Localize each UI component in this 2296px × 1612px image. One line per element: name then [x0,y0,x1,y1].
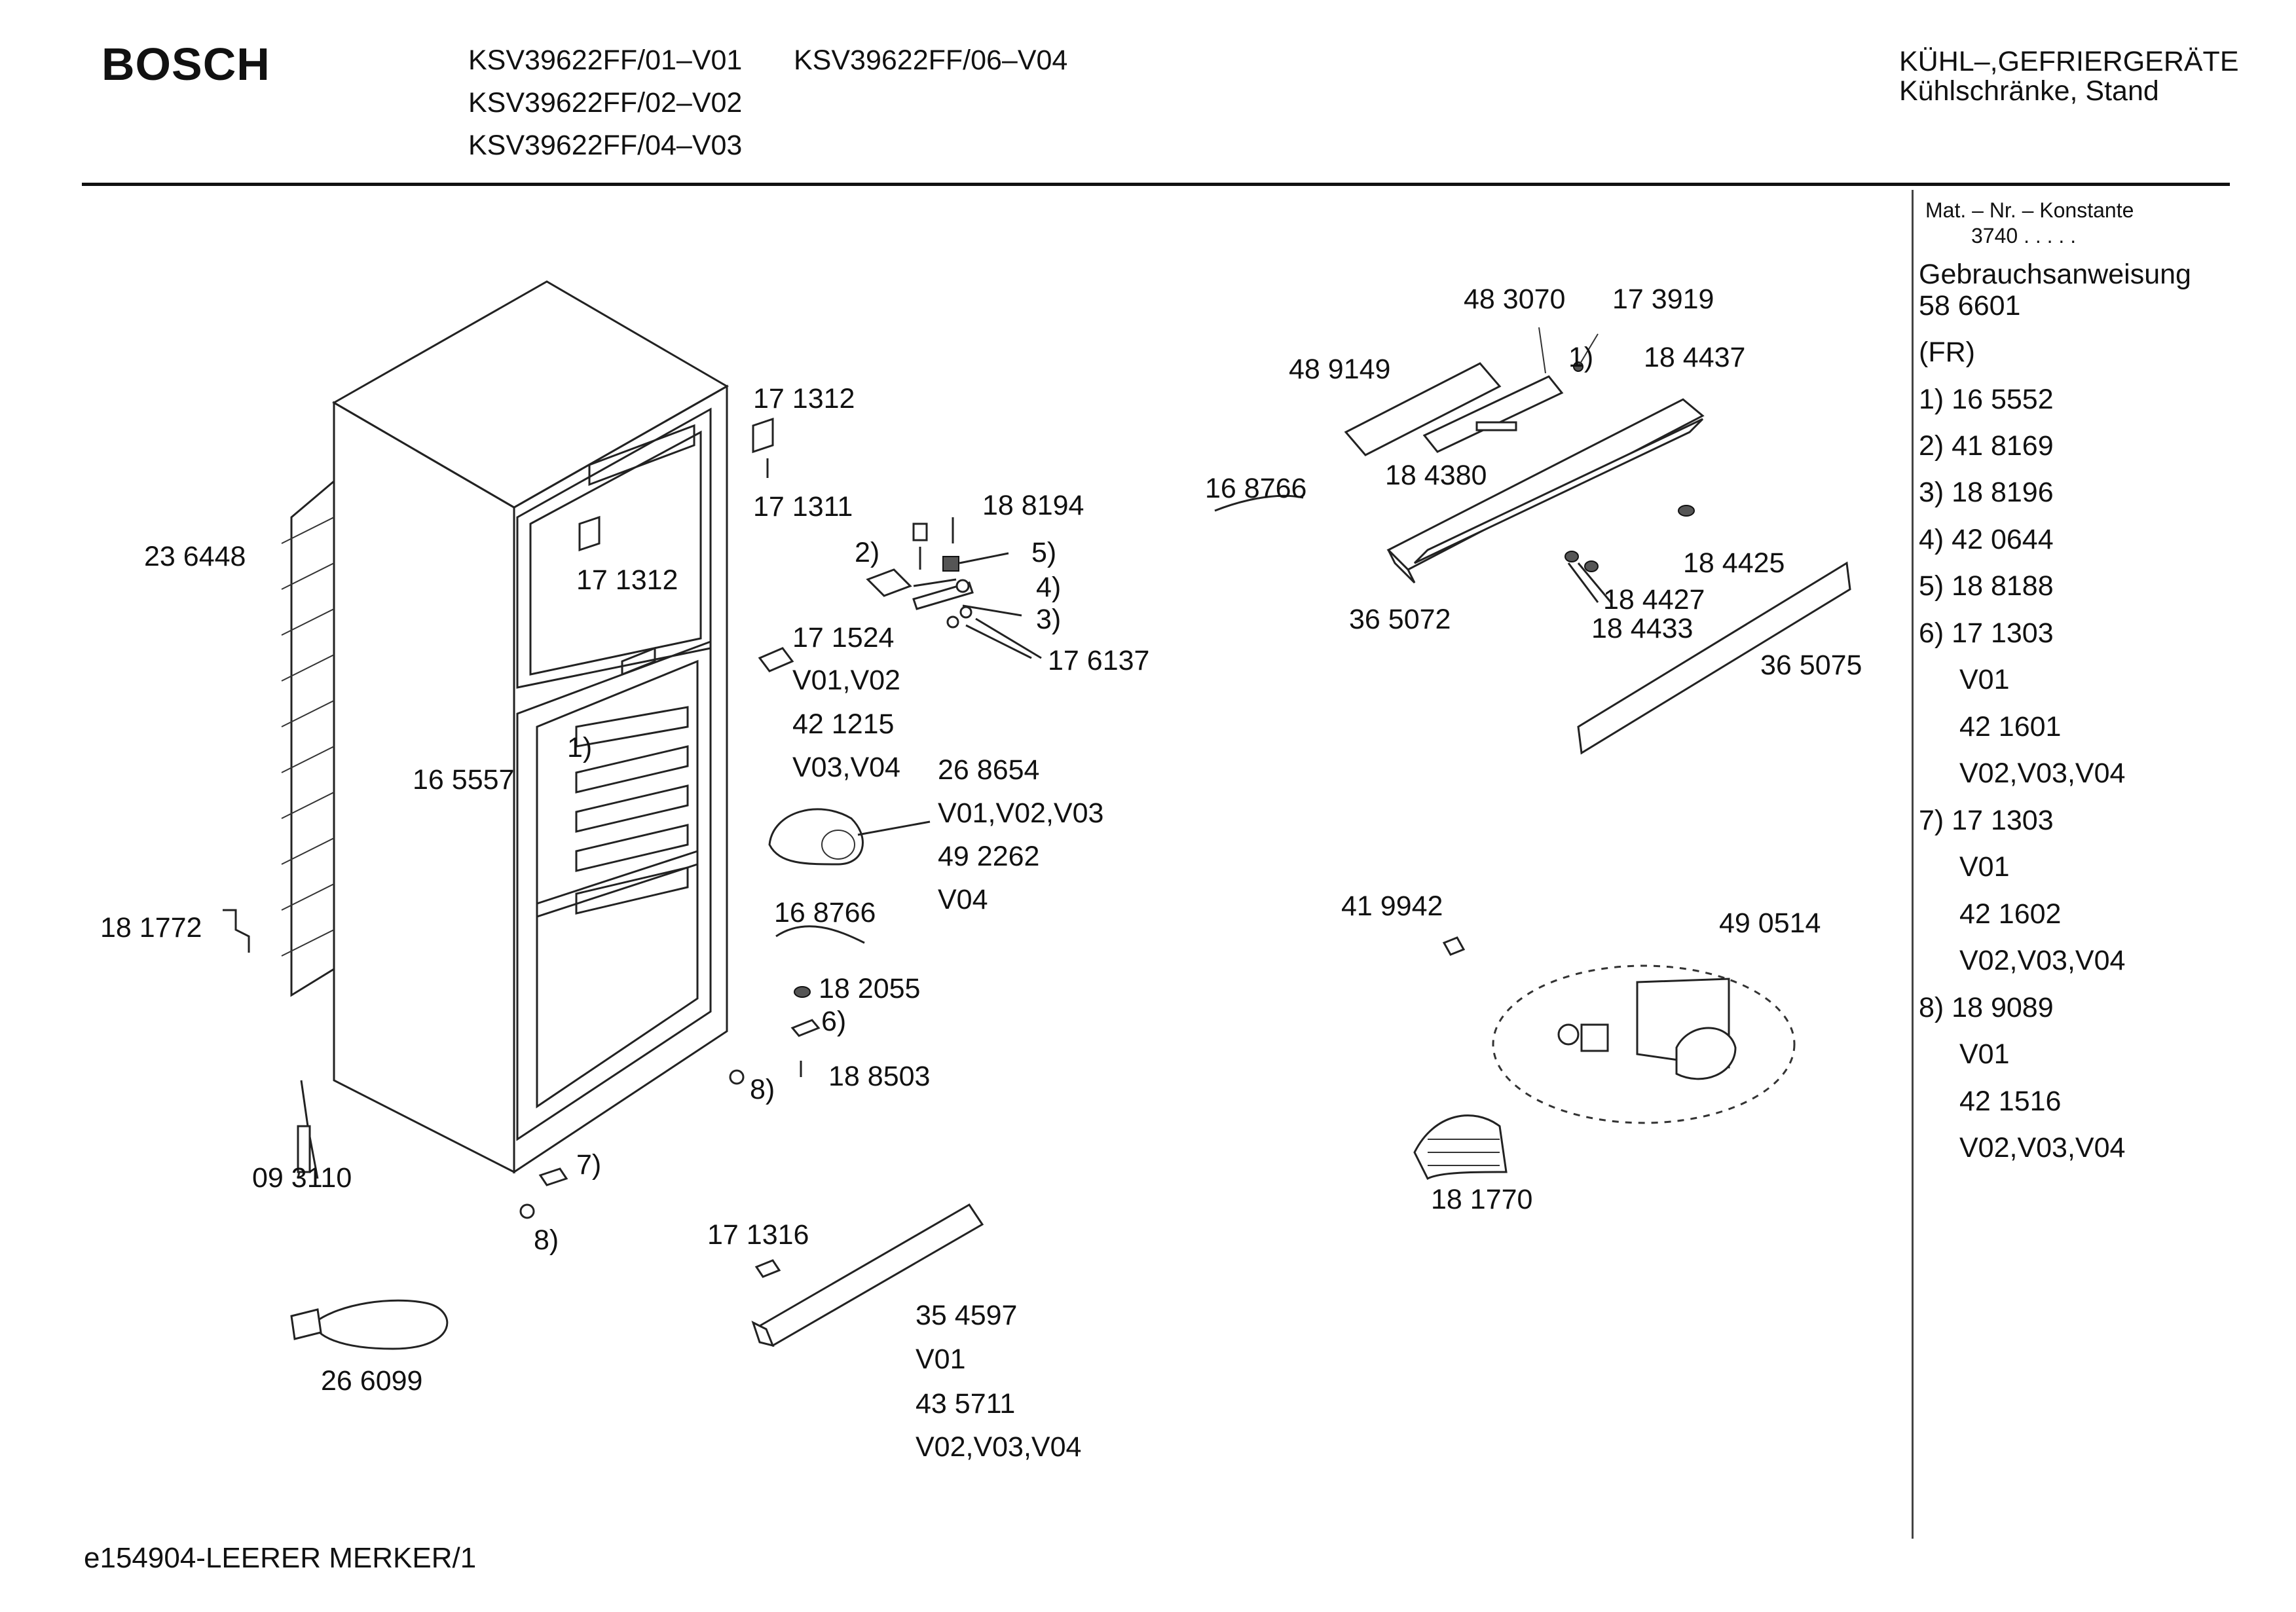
part-label: 43 5711 [916,1388,1016,1420]
part-label: 18 1770 [1431,1184,1533,1215]
model-number: KSV39622FF/02–V02 [468,87,743,119]
sidebar-item: 6) 17 1303 [1919,617,2054,649]
trim-strip [1577,561,1851,755]
thermostat-parts [758,517,1042,672]
header-divider [82,183,2230,186]
part-label: 1) [1568,342,1594,373]
category-title: KÜHL–,GEFRIERGERÄTE [1899,46,2239,77]
part-label: 1) [567,732,593,763]
fridge-cabinet [331,280,730,1174]
sidebar-item: V02,V03,V04 [1959,945,2126,976]
sidebar-item: V02,V03,V04 [1959,1132,2126,1163]
part-label: V01,V02 [792,665,900,696]
sensor-cable [775,925,865,944]
part-label: 18 8194 [982,490,1084,521]
small-fasteners [519,986,821,1219]
fan-cover [1413,1114,1508,1181]
part-label: 49 2262 [938,841,1040,872]
part-label: 3) [1036,604,1062,635]
part-label: 26 6099 [321,1365,423,1397]
part-label: 8) [750,1074,775,1105]
part-label: 2) [855,537,880,568]
model-number: KSV39622FF/04–V03 [468,130,743,161]
part-label: V01 [916,1344,966,1375]
part-label: 09 3110 [252,1162,352,1194]
part-label: 8) [534,1224,559,1256]
part-label: 5) [1031,537,1057,568]
part-label: 48 3070 [1464,284,1566,315]
part-label: 36 5072 [1349,604,1451,635]
part-label: 26 8654 [938,754,1040,786]
bracket-part [223,909,250,953]
sidebar-item: 7) 17 1303 [1919,805,2054,836]
part-label: 17 1312 [576,564,678,596]
part-label: 16 8766 [774,897,876,928]
sidebar-item: 5) 18 8188 [1919,570,2054,602]
part-label: 17 1524 [792,622,895,653]
model-number: KSV39622FF/01–V01 [468,45,743,76]
sidebar-item: 4) 42 0644 [1919,524,2054,555]
part-label: 35 4597 [916,1300,1018,1331]
part-label: 18 1772 [100,912,202,943]
part-label: 16 5557 [413,764,515,796]
part-label: 23 6448 [144,541,246,572]
sidebar-item: 42 1602 [1959,898,2062,930]
fan-assembly [1442,936,1796,1124]
mat-nr-label: Mat. – Nr. – Konstante [1925,198,2134,222]
part-label: 41 9942 [1341,890,1443,922]
model-number: KSV39622FF/06–V04 [794,45,1068,76]
part-label: 18 8503 [828,1061,931,1092]
part-label: 17 1312 [753,383,855,414]
part-label: 16 8766 [1205,473,1307,504]
mat-nr-value: 3740 . . . . . [1971,224,2077,247]
part-label: 42 1215 [792,708,895,740]
sidebar-divider [1912,190,1914,1539]
part-label: 36 5075 [1760,650,1862,681]
part-label: 17 1316 [707,1219,809,1251]
part-label: 17 6137 [1048,645,1150,676]
part-label: 4) [1036,572,1062,603]
sidebar-item: V02,V03,V04 [1959,758,2126,789]
sidebar-item: 42 1601 [1959,711,2062,742]
sidebar-item: V01 [1959,664,2010,695]
control-panel [1214,327,1705,603]
sidebar-item: V01 [1959,851,2010,883]
manual-label: Gebrauchsanweisung [1919,259,2191,290]
part-label: 48 9149 [1289,354,1391,385]
condenser-grille [281,479,335,997]
part-label: 18 2055 [819,973,921,1004]
part-label: V01,V02,V03 [938,797,1104,829]
sidebar-item: 8) 18 9089 [1919,992,2054,1023]
sidebar-item: 2) 41 8169 [1919,430,2054,462]
part-label: 18 4433 [1591,613,1694,644]
power-cord [290,1299,449,1350]
part-label: 18 4380 [1385,460,1487,491]
footer-reference: e154904-LEERER MERKER/1 [84,1542,477,1574]
manual-number: 58 6601 [1919,290,2021,321]
category-subtitle: Kühlschränke, Stand [1899,75,2159,107]
brand-logo: BOSCH [102,39,270,90]
fan-motor [768,808,931,866]
part-label: 17 3919 [1612,284,1714,315]
drain-tube [297,1080,319,1179]
part-label: V03,V04 [792,752,900,783]
part-label: 49 0514 [1719,907,1821,939]
part-label: V02,V03,V04 [916,1431,1082,1463]
hinge-parts [578,417,774,552]
part-label: 7) [576,1149,602,1181]
part-label: V04 [938,884,988,915]
sidebar-item: 42 1516 [1959,1086,2062,1117]
sidebar-item: V01 [1959,1038,2010,1070]
door-shelf [751,1203,984,1347]
language-code: (FR) [1919,337,1975,368]
part-label: 18 4437 [1644,342,1746,373]
part-label: 6) [821,1006,847,1037]
part-label: 18 4427 [1603,584,1705,615]
part-label: 17 1311 [753,491,853,522]
sidebar-item: 3) 18 8196 [1919,477,2054,508]
part-label: 18 4425 [1683,547,1785,579]
sidebar-item: 1) 16 5552 [1919,384,2054,415]
